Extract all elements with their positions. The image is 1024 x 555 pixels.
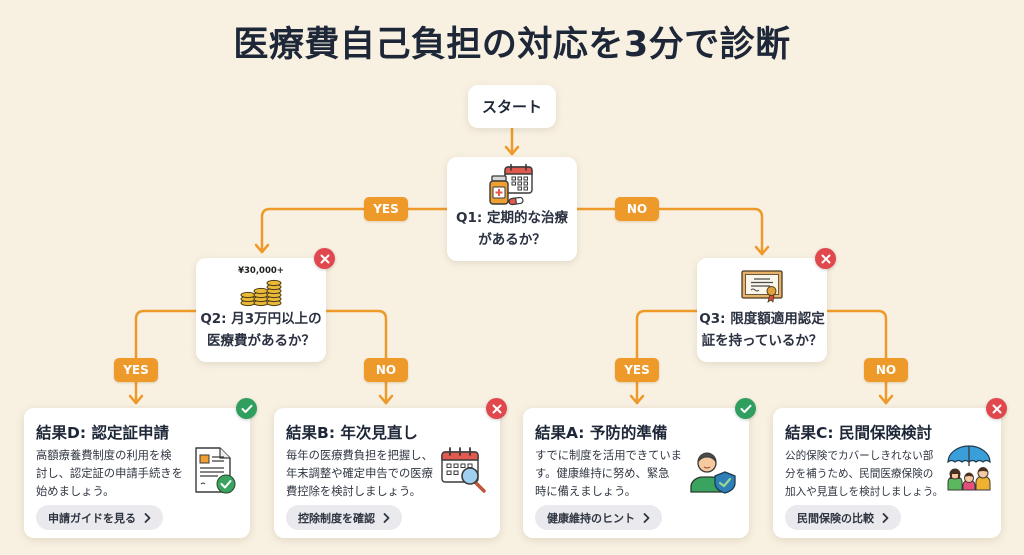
health-tips-button[interactable]: 健康維持のヒント	[535, 505, 662, 530]
result-text-line: す。健康維持に努め、緊急	[535, 467, 670, 480]
start-label: スタート	[481, 98, 542, 116]
connector-q3-no	[826, 309, 888, 405]
result-text-line: 年末調整や確定申告での医療	[286, 467, 433, 480]
result-text-line: 公的保険でカバーしきれない部	[785, 450, 934, 462]
arrowhead-result-a	[629, 394, 645, 405]
arrowhead-q2	[254, 243, 270, 254]
result-card-c: 結果C: 民間保険検討 公的保険でカバーしきれない部 分を補うため、民間医療保険…	[773, 398, 1007, 538]
branch-label-q1-no: NO	[615, 197, 659, 221]
q3-text-line: Q3: 限度額適用認定	[699, 311, 825, 327]
x-badge-icon	[815, 248, 836, 269]
result-title: 結果D: 認定証申請	[36, 424, 169, 442]
branch-label-q2-no: NO	[364, 358, 408, 382]
connector-q1-yes	[260, 207, 449, 254]
question-node-q1: Q1: 定期的な治療 があるか？	[447, 157, 577, 261]
button-label: 申請ガイドを見る	[48, 511, 136, 525]
result-text-line: 時に備えましょう。	[535, 485, 636, 498]
button-label: 健康維持のヒント	[547, 511, 635, 525]
certificate-icon	[740, 268, 784, 308]
calendar-search-icon	[440, 446, 488, 498]
x-badge-icon	[314, 248, 335, 269]
result-text-line: 分を補うため、民間医療保険の	[785, 468, 934, 480]
chevron-right-icon	[882, 512, 889, 523]
start-node: スタート	[468, 85, 556, 128]
arrowhead-q1	[504, 145, 520, 156]
check-badge-icon	[735, 398, 756, 419]
question-node-q2: ¥30,000+ Q2: 月3万円以上の 医療費があるか？	[196, 248, 335, 362]
result-text-line: 毎年の医療費負担を把握し、	[286, 449, 433, 462]
q2-text-line: Q2: 月3万円以上の	[200, 311, 322, 327]
q2-text-line: 医療費があるか？	[207, 333, 315, 349]
x-badge-icon	[986, 398, 1007, 419]
result-title: 結果C: 民間保険検討	[785, 424, 932, 442]
umbrella-family-icon	[945, 444, 993, 496]
arrowhead-result-d	[128, 394, 144, 405]
q1-text-line: があるか？	[478, 232, 546, 248]
result-title: 結果A: 予防的準備	[535, 424, 668, 442]
result-text-line: 始めましょう。	[36, 485, 115, 498]
page-title: 医療費自己負担の対応を3分で診断	[233, 25, 791, 65]
chevron-right-icon	[383, 512, 390, 523]
result-text-line: 高額療養費制度の利用を検	[36, 449, 172, 462]
branch-label-q3-yes: YES	[615, 358, 659, 382]
result-text-line: 討し、認定証の申請手続きを	[36, 467, 183, 480]
coin-stacks-icon	[239, 277, 283, 311]
arrowhead-q3	[754, 245, 770, 256]
button-label: 民間保険の比較	[797, 511, 874, 525]
branch-label-q3-no: NO	[864, 358, 908, 382]
check-deduction-button[interactable]: 控除制度を確認	[286, 505, 402, 530]
result-text-line: 費控除を検討しましょう。	[286, 485, 421, 498]
connector-q2-yes	[134, 309, 198, 405]
result-card-a: 結果A: 予防的準備 すでに制度を活用できていま す。健康維持に努め、緊急 時に…	[523, 398, 756, 538]
q1-text-line: Q1: 定期的な治療	[456, 210, 568, 226]
arrowhead-result-b	[378, 394, 394, 405]
chevron-right-icon	[643, 512, 650, 523]
result-text-line: 加入や見直しを検討しましょう。	[785, 486, 944, 498]
result-text-line: すでに制度を活用できていま	[535, 449, 682, 462]
compare-insurance-button[interactable]: 民間保険の比較	[785, 505, 901, 530]
question-node-q3: Q3: 限度額適用認定 証を持っているか？	[697, 248, 836, 362]
x-badge-icon	[486, 398, 507, 419]
chevron-right-icon	[144, 512, 151, 523]
connector-q3-yes	[635, 309, 699, 405]
branch-label-q2-yes: YES	[114, 358, 158, 382]
amount-label: ¥30,000+	[238, 266, 284, 276]
result-card-b: 結果B: 年次見直し 毎年の医療費負担を把握し、 年末調整や確定申告での医療 費…	[274, 398, 507, 538]
check-badge-icon	[236, 398, 257, 419]
apply-guide-button[interactable]: 申請ガイドを見る	[36, 505, 163, 530]
connector-q2-no	[324, 309, 388, 405]
result-title: 結果B: 年次見直し	[286, 424, 418, 442]
connector-q1-no	[575, 207, 764, 256]
person-shield-icon	[689, 446, 737, 498]
medicine-calendar-icon	[486, 163, 538, 211]
branch-label-q1-yes: YES	[364, 197, 408, 221]
result-card-d: 結果D: 認定証申請 高額療養費制度の利用を検 討し、認定証の申請手続きを 始め…	[24, 398, 257, 538]
button-label: 控除制度を確認	[298, 511, 375, 525]
document-check-icon	[192, 446, 238, 500]
q3-text-line: 証を持っているか？	[701, 333, 823, 349]
arrowhead-result-c	[878, 394, 894, 405]
